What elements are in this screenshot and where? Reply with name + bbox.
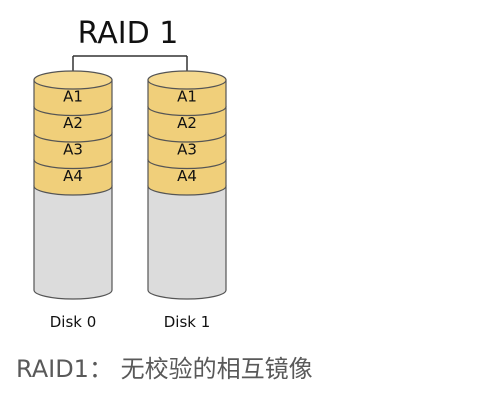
diagram-title: RAID 1 xyxy=(78,16,179,51)
disk-label: Disk 1 xyxy=(164,313,211,331)
block-label: A3 xyxy=(63,140,83,158)
block-label: A3 xyxy=(177,140,197,158)
block-label: A4 xyxy=(63,167,83,185)
disk-top xyxy=(147,70,227,90)
data-block xyxy=(33,79,113,117)
data-block xyxy=(147,105,227,143)
disk-empty-space xyxy=(147,185,227,300)
data-block xyxy=(147,79,227,117)
block-label: A2 xyxy=(63,114,83,132)
disk-label: Disk 0 xyxy=(50,313,97,331)
data-block xyxy=(147,158,227,196)
data-block xyxy=(33,132,113,170)
disk-empty-space xyxy=(33,185,113,300)
data-block xyxy=(33,105,113,143)
data-block xyxy=(147,132,227,170)
block-label: A1 xyxy=(177,87,197,105)
block-label: A2 xyxy=(177,114,197,132)
caption: RAID1： 无校验的相互镜像 xyxy=(16,355,313,383)
block-label: A1 xyxy=(63,87,83,105)
block-label: A4 xyxy=(177,167,197,185)
disk-top xyxy=(33,70,113,90)
data-block xyxy=(33,158,113,196)
